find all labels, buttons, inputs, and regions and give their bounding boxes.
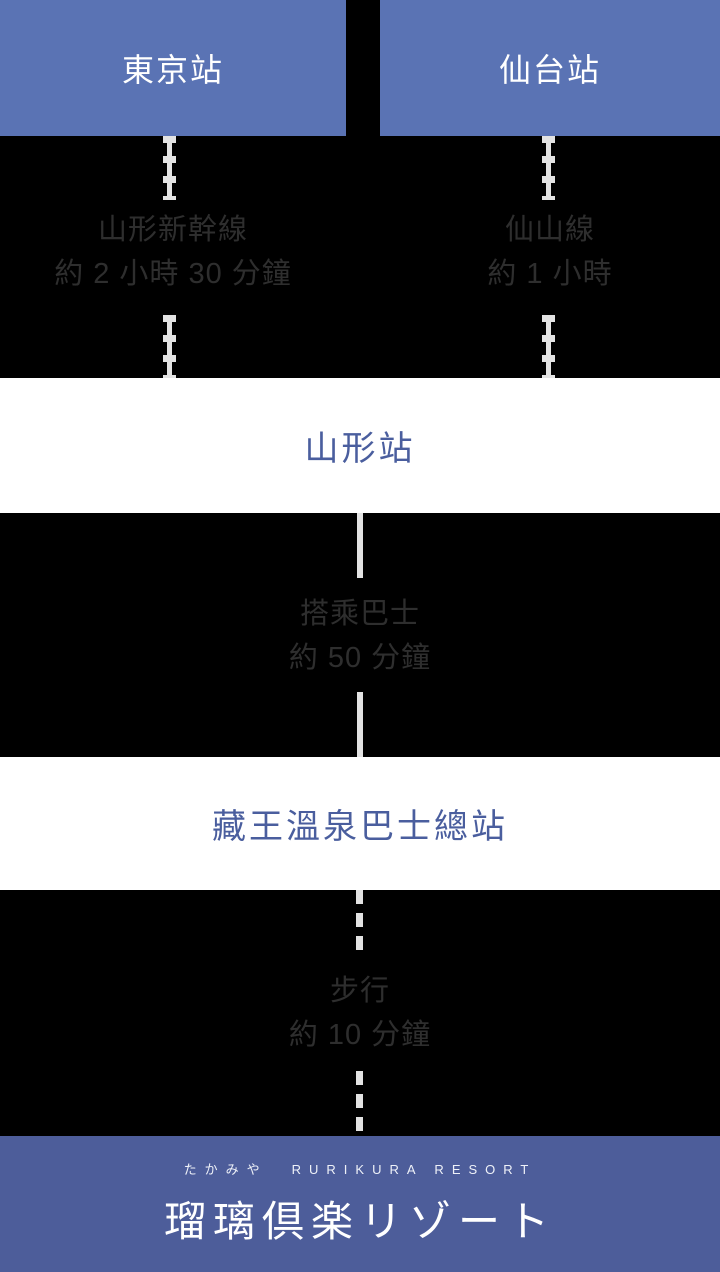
resort-caption-furigana: たかみや xyxy=(183,1162,268,1177)
walk-line-upper xyxy=(356,890,363,955)
leg-label-bus: 搭乘巴士 約 50 分鐘 xyxy=(0,592,720,680)
railway-line-right-upper xyxy=(542,136,555,200)
bus-line-upper xyxy=(357,513,363,578)
resort-footer: たかみや RURIKURA RESORT 瑠璃倶楽リゾート xyxy=(0,1136,720,1272)
leg-duration: 約 50 分鐘 xyxy=(288,642,432,674)
resort-logo-caption: たかみや RURIKURA RESORT xyxy=(184,1159,537,1178)
leg-duration: 約 2 小時 30 分鐘 xyxy=(54,258,292,290)
leg-name: 搭乘巴士 xyxy=(299,598,420,630)
node-box-zao-onsen-bus-terminal: 藏王溫泉巴士總站 xyxy=(0,757,720,890)
railway-line-left-lower xyxy=(163,315,176,378)
station-label-tokyo: 東京站 xyxy=(121,52,224,88)
station-box-sendai: 仙台站 xyxy=(380,0,720,136)
leg-label-walk: 步行 約 10 分鐘 xyxy=(0,969,720,1057)
leg-name: 仙山線 xyxy=(504,214,595,246)
station-box-tokyo: 東京站 xyxy=(0,0,346,136)
leg-name: 山形新幹線 xyxy=(97,214,248,246)
railway-line-left-upper xyxy=(163,136,176,200)
node-box-yamagata-station: 山形站 xyxy=(0,378,720,513)
leg-duration: 約 10 分鐘 xyxy=(288,1019,432,1051)
node-label-zao-onsen-bus-terminal: 藏王溫泉巴士總站 xyxy=(212,808,508,846)
node-label-yamagata-station: 山形站 xyxy=(304,430,416,468)
resort-caption-english: RURIKURA RESORT xyxy=(291,1162,537,1177)
bus-line-lower xyxy=(357,692,363,757)
leg-label-senzan-line: 仙山線 約 1 小時 xyxy=(380,208,720,296)
walk-line-lower xyxy=(356,1071,363,1136)
resort-logo-text: 瑠璃倶楽リゾート xyxy=(163,1198,556,1245)
railway-line-right-lower xyxy=(542,315,555,378)
leg-name: 步行 xyxy=(329,975,390,1007)
station-label-sendai: 仙台站 xyxy=(498,52,601,88)
leg-duration: 約 1 小時 xyxy=(487,258,613,290)
leg-label-yamagata-shinkansen: 山形新幹線 約 2 小時 30 分鐘 xyxy=(0,208,346,296)
